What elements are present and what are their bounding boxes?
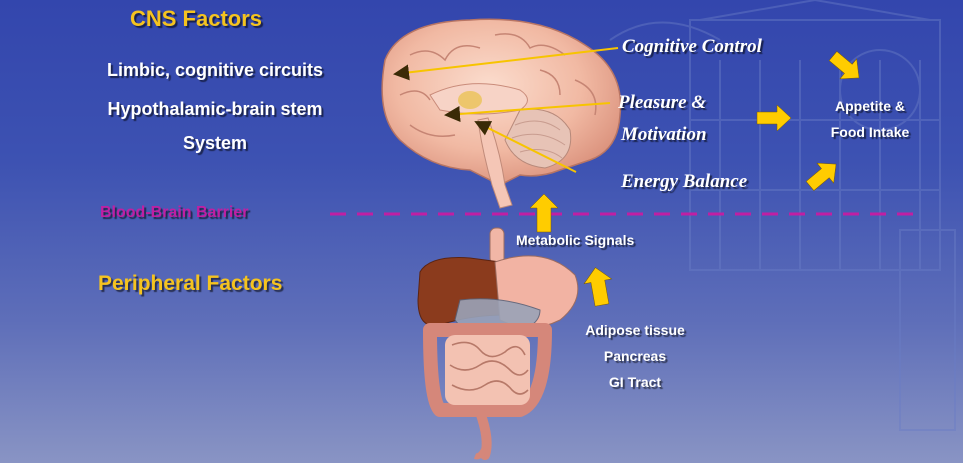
- label-metabolic-signals: Metabolic Signals: [516, 232, 634, 248]
- label-gi-tract: GI Tract: [565, 374, 705, 390]
- arrow-pleasure: [446, 103, 610, 115]
- cns-line-system: System: [60, 133, 370, 154]
- label-appetite: Appetite &: [800, 98, 940, 114]
- label-food-intake: Food Intake: [800, 124, 940, 140]
- arrow-peripheral-to-signals: [582, 265, 616, 307]
- arrow-energy: [476, 122, 576, 172]
- cns-title: CNS Factors: [130, 6, 262, 32]
- arrow-pleasure-to-appetite: [757, 105, 791, 131]
- cns-line-hypothalamic: Hypothalamic-brain stem: [60, 99, 370, 120]
- arrow-energy-to-appetite: [802, 154, 845, 196]
- label-pleasure: Pleasure &: [618, 92, 706, 114]
- label-pancreas: Pancreas: [565, 348, 705, 364]
- label-cognitive-control: Cognitive Control: [622, 36, 762, 58]
- arrow-cognitive: [395, 48, 618, 74]
- label-energy-balance: Energy Balance: [621, 171, 747, 193]
- label-adipose-tissue: Adipose tissue: [565, 322, 705, 338]
- cns-line-limbic: Limbic, cognitive circuits: [60, 60, 370, 81]
- label-blood-brain-barrier: Blood-Brain Barrier: [100, 204, 248, 222]
- arrow-cognitive-to-appetite: [825, 46, 868, 88]
- peripheral-title: Peripheral Factors: [98, 272, 282, 296]
- label-motivation: Motivation: [621, 124, 707, 146]
